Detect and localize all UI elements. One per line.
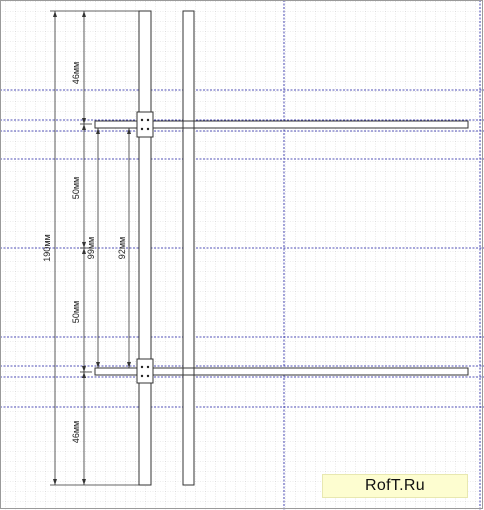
horizontal-guides [0,89,484,408]
arrow-up-icon [82,11,86,17]
bottom-connector-plate [136,358,154,384]
arrow-down-icon [53,479,57,485]
top-rail [94,120,469,129]
label-top-section: 46мм [71,62,81,84]
dimension-arrows [53,11,131,485]
arrow-up-icon [82,124,86,130]
bolt-icon [140,118,144,122]
right-post [182,10,195,486]
arrow-down-icon [82,242,86,248]
bolt-icon [140,374,144,378]
horizontal-rails [94,120,469,376]
label-inner-span: 92мм [117,237,127,259]
arrow-down-icon [82,479,86,485]
connector-plates [136,111,154,384]
arrow-up-icon [82,372,86,378]
bolt-icon [140,127,144,131]
arrow-down-icon [82,118,86,124]
arrow-up-icon [53,11,57,17]
arrow-up-icon [127,128,131,134]
label-outer-span: 99мм [86,237,96,259]
label-total: 190мм [42,234,52,261]
arrow-up-icon [96,128,100,134]
label-upper-middle: 50мм [71,177,81,199]
bolt-icon [146,118,150,122]
bolt-icon [146,374,150,378]
arrow-down-icon [96,362,100,368]
left-post [138,10,152,486]
bolt-icon [140,365,144,369]
bottom-rail [94,367,469,376]
bolt-icon [146,127,150,131]
top-connector-plate [136,111,154,138]
label-bottom-section: 46мм [71,421,81,443]
arrow-down-icon [82,366,86,372]
watermark-badge: RofT.Ru [322,474,468,498]
arrow-up-icon [82,248,86,254]
dimension-labels: 190мм 46мм 50мм 50мм 46мм 99мм 92мм [42,62,127,443]
label-lower-middle: 50мм [71,301,81,323]
bolt-icon [146,365,150,369]
arrow-down-icon [127,362,131,368]
vertical-guides [283,0,481,510]
